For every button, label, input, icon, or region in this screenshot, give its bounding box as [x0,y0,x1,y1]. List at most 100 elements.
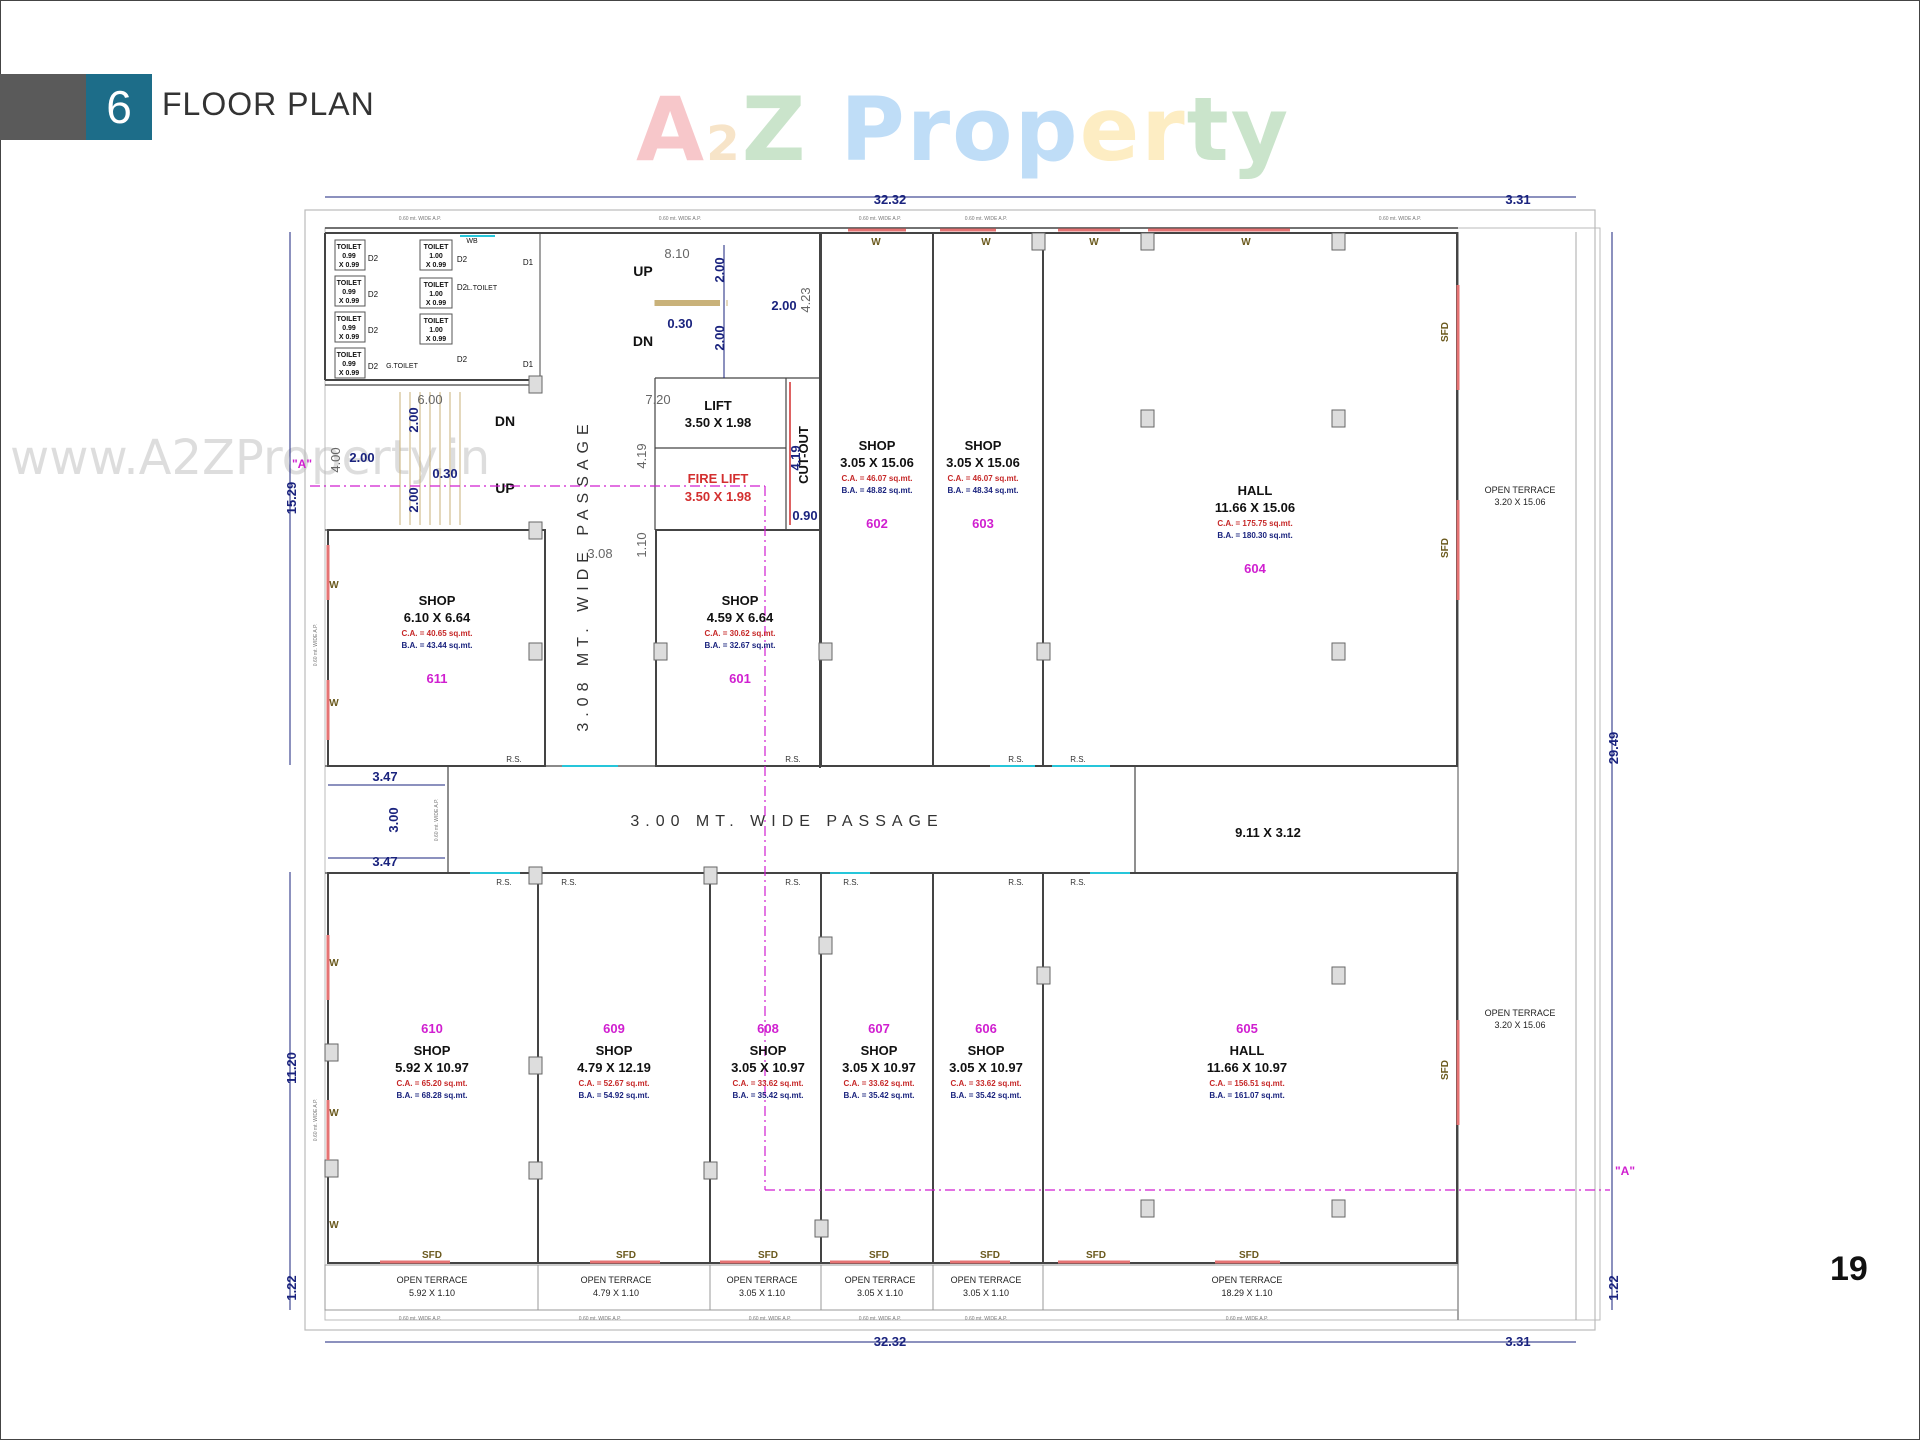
terrace-size: 18.29 X 1.10 [1221,1288,1272,1298]
toilet-label: TOILET [337,244,362,251]
door-label: D2 [457,283,468,292]
sfd-mark: SFD [1440,538,1451,558]
door-label: D2 [368,326,379,335]
stair-gap: 0.30 [667,316,692,331]
sfd-mark: SFD [1086,1250,1106,1261]
carpet-area-610: C.A. = 65.20 sq.mt. [397,1079,468,1088]
toilet-cell [419,277,453,309]
stair-flight: 2.00 [712,325,727,350]
column [818,936,833,955]
toilet-label: TOILET [337,280,362,287]
wb-label: WB [466,238,478,245]
door-label: D1 [523,360,534,369]
column [814,1219,829,1238]
column [1331,232,1346,251]
carpet-area-601: C.A. = 30.62 sq.mt. [705,629,776,638]
toilet-size: X 0.99 [339,334,359,341]
ap-strip-label: 0.60 mt. WIDE A.P. [434,799,440,841]
carpet-area-607: C.A. = 33.62 sq.mt. [844,1079,915,1088]
column [528,1161,543,1180]
dim-top-terrace: 3.31 [1505,192,1530,207]
void-size: 9.11 X 3.12 [1235,825,1301,840]
stair-up: UP [633,263,652,279]
carpet-area-609: C.A. = 52.67 sq.mt. [579,1079,650,1088]
stair-side2: 4.19 [634,443,649,468]
ap-strip-label: 0.60 mt. WIDE A.P. [399,1316,441,1322]
room-size-610: 5.92 X 10.97 [395,1060,469,1075]
room-size-604: 11.66 X 15.06 [1215,500,1295,515]
carpet-area-604: C.A. = 175.75 sq.mt. [1217,519,1292,528]
room-type-608: SHOP [750,1043,787,1058]
built-area-610: B.A. = 68.28 sq.mt. [397,1091,468,1100]
toilet-size: X 0.99 [426,262,446,269]
column [1331,642,1346,661]
carpet-area-605: C.A. = 156.51 sq.mt. [1209,1079,1284,1088]
toilet-cell [334,347,366,379]
column [528,1056,543,1075]
unit-number-610: 610 [421,1021,443,1036]
fire-lift-label: FIRE LIFT [688,471,749,486]
shop-602-walls [820,232,934,767]
column [1036,642,1051,661]
unit-number-603: 603 [972,516,994,531]
window-mark: W [329,580,339,591]
toilet-label: TOILET [424,244,449,251]
ap-strip-label: 0.60 mt. WIDE A.P. [859,216,901,222]
terrace-label: OPEN TERRACE [727,1275,798,1285]
terrace-size: 5.92 X 1.10 [409,1288,455,1298]
shop-603-walls [932,232,1044,767]
dim-left-strip: 1.22 [284,1275,299,1300]
cutout-label: CUT-OUT [796,426,811,484]
room-size-611: 6.10 X 6.64 [404,610,471,625]
ap-strip-label: 0.60 mt. WIDE A.P. [749,1316,791,1322]
ap-strip-label: 0.60 mt. WIDE A.P. [659,216,701,222]
window-mark: W [329,958,339,969]
toilet-size: 1.00 [429,327,443,334]
column [528,866,543,885]
ap-strip-label: 0.60 mt. WIDE A.P. [313,624,319,666]
door-label: D2 [457,255,468,264]
room-size-605: 11.66 X 10.97 [1207,1060,1287,1075]
lift-size: 3.50 X 1.98 [685,415,752,430]
sfd-mark: SFD [1440,322,1451,342]
passage-vertical-label: 3.08 MT. WIDE PASSAGE [575,418,592,731]
unit-number-604: 604 [1244,561,1266,576]
column [1331,1199,1346,1218]
logo-letters: ty [1186,78,1291,181]
unit-number-608: 608 [757,1021,779,1036]
logo-letters: Z [741,78,808,181]
toilet-size: X 0.99 [339,298,359,305]
dim-right-total: 29.49 [1606,732,1621,765]
inner-boundary [324,227,1601,1321]
ap-strip-label: 0.60 mt. WIDE A.P. [965,1316,1007,1322]
room-size-601: 4.59 X 6.64 [707,610,774,625]
outer-boundary [304,209,1596,1331]
column [1140,409,1155,428]
ap-strip-label: 0.60 mt. WIDE A.P. [1379,216,1421,222]
toilet-size: 0.99 [342,325,356,332]
bottom-terrace-strip [324,1264,1459,1311]
rs-mark: R.S. [496,878,512,887]
toilet-size: 1.00 [429,253,443,260]
rs-mark: R.S. [1070,878,1086,887]
column [818,642,833,661]
rs-mark: R.S. [561,878,577,887]
dim-passage-height: 3.00 [386,807,401,832]
carpet-area-602: C.A. = 46.07 sq.mt. [842,474,913,483]
column [528,642,543,661]
room-size-607: 3.05 X 10.97 [842,1060,916,1075]
window-mark: W [329,1220,339,1231]
rs-mark: R.S. [1070,755,1086,764]
room-type-601: SHOP [722,593,759,608]
section-marker: "A" [292,457,312,471]
dim-top-width: 32.32 [874,192,907,207]
stair-width: 6.00 [417,392,442,407]
door-label: D2 [368,290,379,299]
passage-width: 3.08 [587,546,612,561]
room-size-608: 3.05 X 10.97 [731,1060,805,1075]
carpet-area-603: C.A. = 46.07 sq.mt. [948,474,1019,483]
window-mark: W [871,237,881,248]
door-label: D2 [457,355,468,364]
sfd-mark: SFD [1239,1250,1259,1261]
